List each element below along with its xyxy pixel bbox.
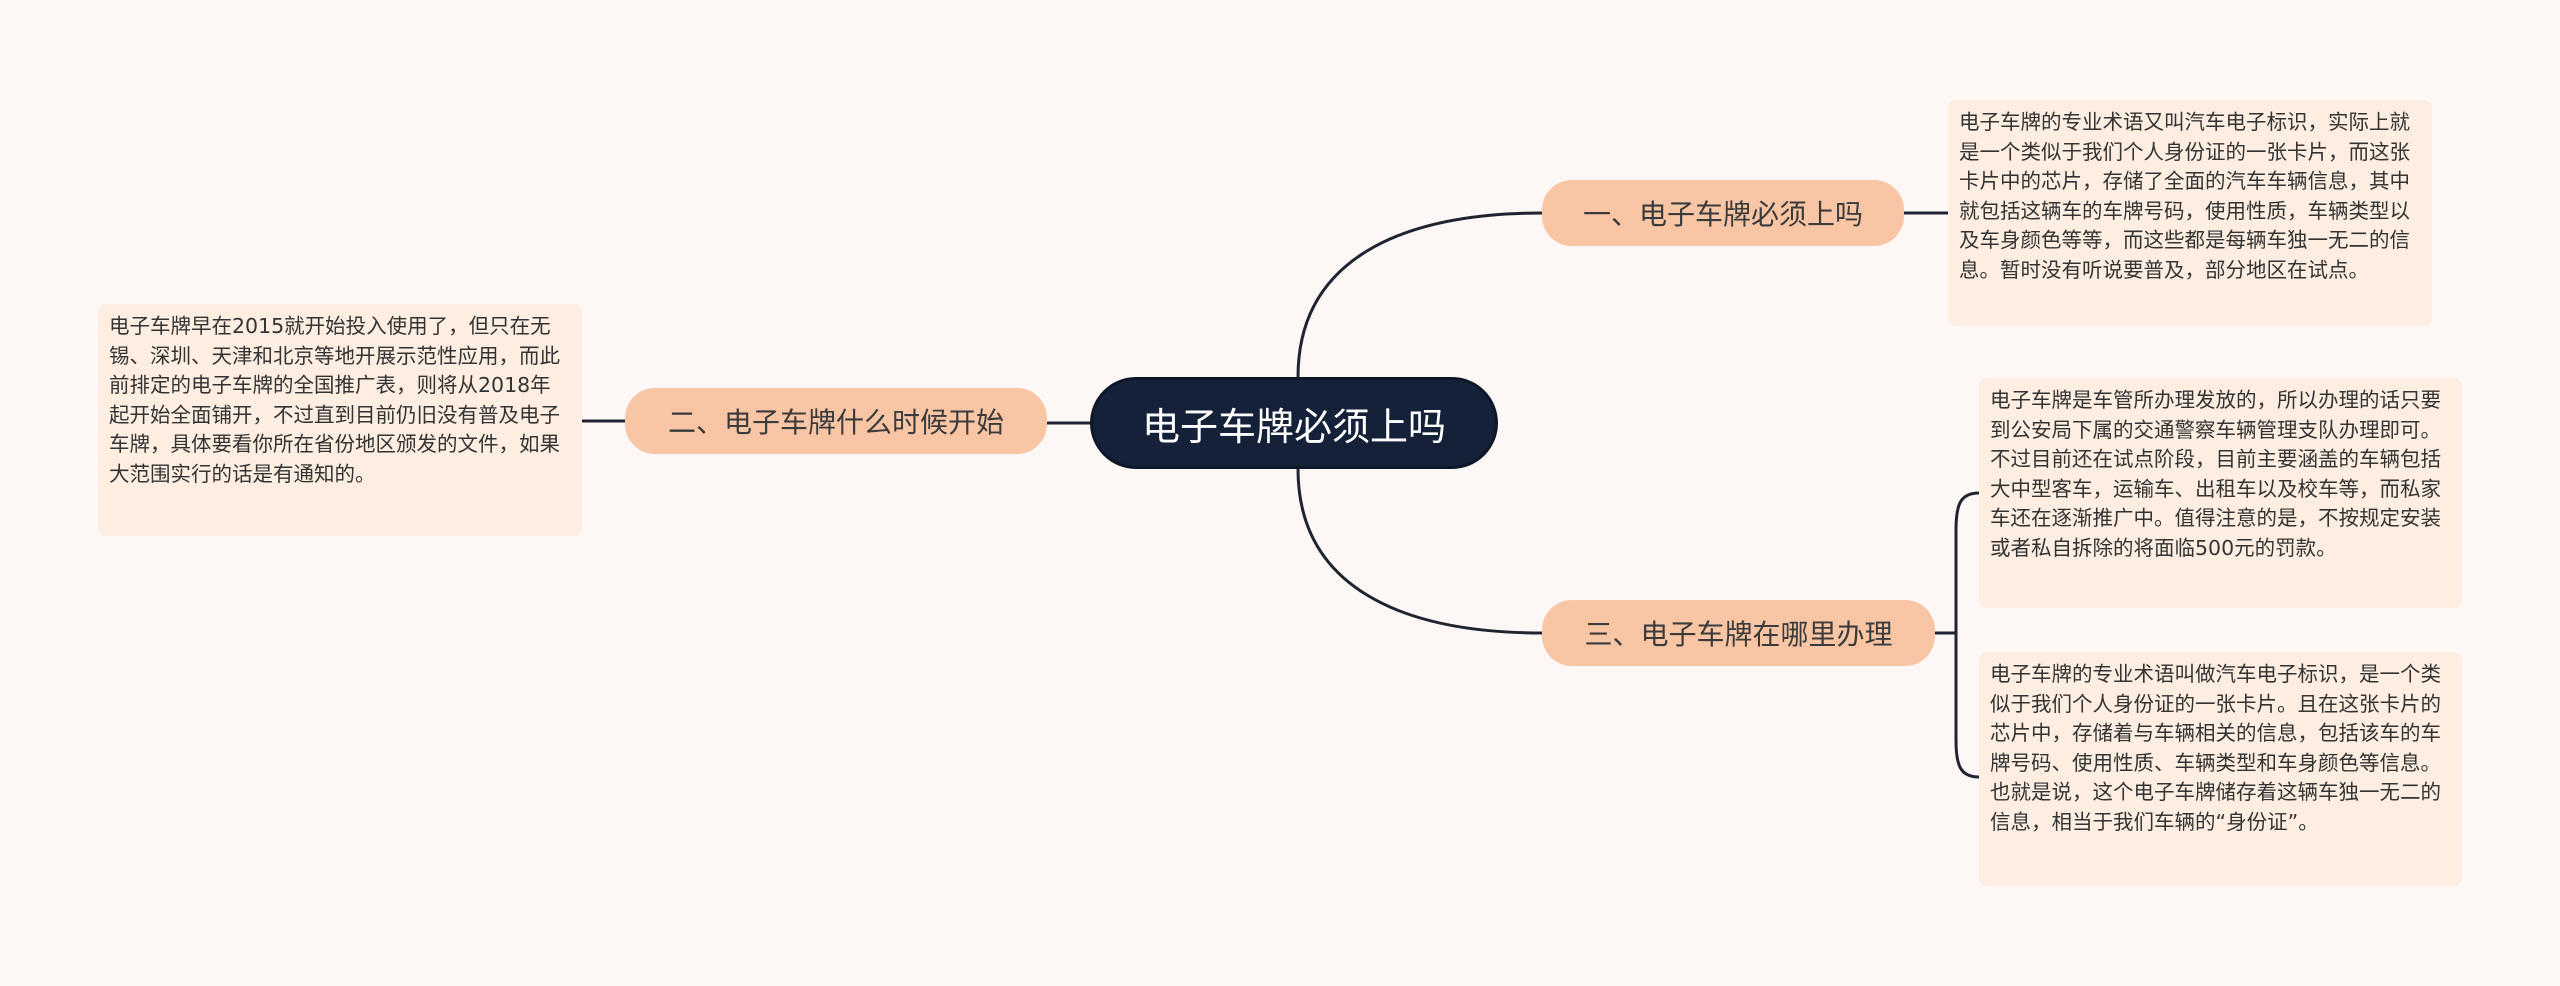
note-branch-3-b[interactable]: 电子车牌的专业术语叫做汽车电子标识，是一个类似于我们个人身份证的一张卡片。且在这… bbox=[1979, 652, 2462, 886]
branch-topic-2[interactable]: 二、电子车牌什么时候开始 bbox=[625, 388, 1047, 454]
root-topic[interactable]: 电子车牌必须上吗 bbox=[1090, 377, 1498, 469]
connector-root-branch1 bbox=[1296, 211, 1544, 379]
branch-topic-3[interactable]: 三、电子车牌在哪里办理 bbox=[1542, 600, 1935, 666]
connector-branch3-bracket bbox=[1954, 491, 1981, 779]
note-branch-2[interactable]: 电子车牌早在2015就开始投入使用了，但只在无锡、深圳、天津和北京等地开展示范性… bbox=[98, 304, 582, 536]
note-branch-3-a[interactable]: 电子车牌是车管所办理发放的，所以办理的话只要到公安局下属的交通警察车辆管理支队办… bbox=[1979, 378, 2462, 608]
branch-topic-1[interactable]: 一、电子车牌必须上吗 bbox=[1542, 180, 1904, 246]
connector-root-branch3 bbox=[1296, 467, 1544, 635]
note-branch-1[interactable]: 电子车牌的专业术语又叫汽车电子标识，实际上就是一个类似于我们个人身份证的一张卡片… bbox=[1948, 100, 2432, 326]
